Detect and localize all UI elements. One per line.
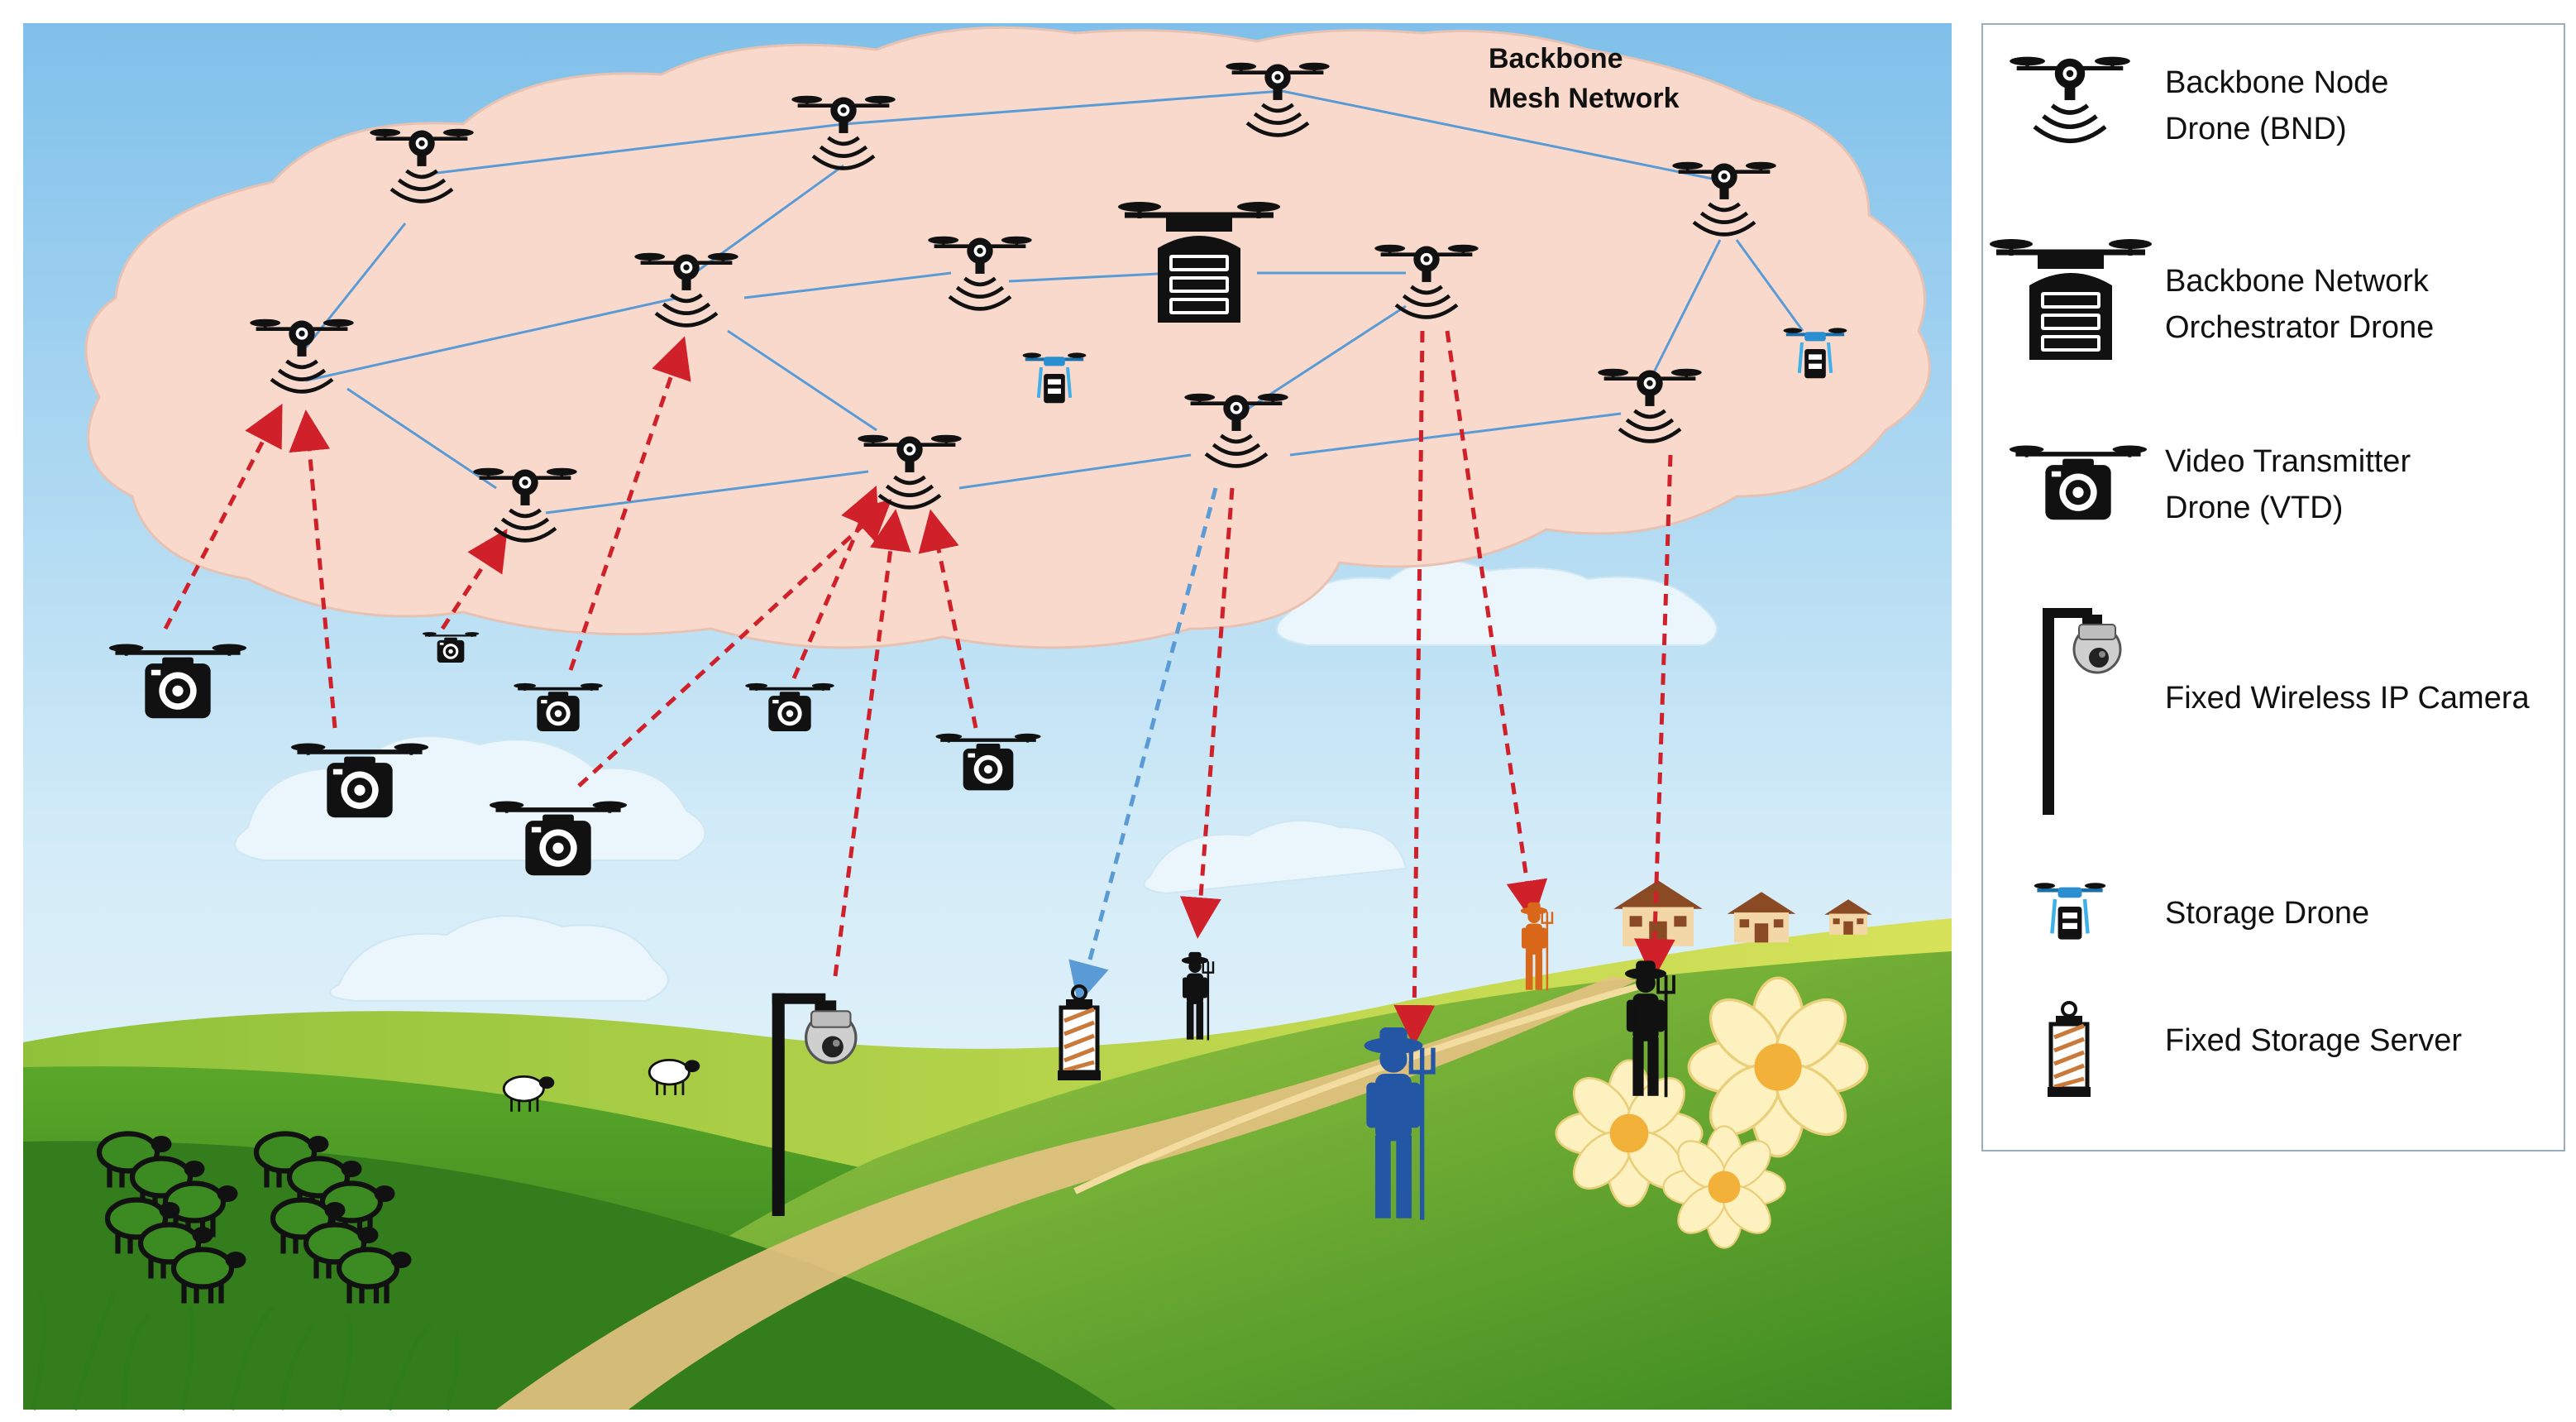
uplinks <box>163 330 1675 1046</box>
legend-storage-drone-line1: Storage Drone <box>2165 896 2370 931</box>
legend-orchestrator-line1: Backbone Network <box>2165 264 2429 299</box>
svg-text:Backbone: Backbone <box>1489 43 1623 74</box>
legend-bnd-line1: Backbone Node <box>2165 65 2389 100</box>
fixed-camera-icon <box>2041 606 2122 816</box>
legend-vtd-line2: Drone (VTD) <box>2165 491 2344 525</box>
legend-orchestrator-line2: Orchestrator Drone <box>2165 310 2435 345</box>
storage-drone-icon <box>2033 877 2107 951</box>
legend-bnd-line2: Drone (BND) <box>2165 112 2347 146</box>
cloud-label-line1: Backbone <box>1489 43 1623 74</box>
mesh-links <box>304 89 1804 515</box>
backbone-node-drone-icon <box>2008 41 2132 157</box>
legend-storage-server-line1: Fixed Storage Server <box>2165 1023 2463 1058</box>
storage-server-icon <box>2044 1001 2094 1100</box>
orchestrator-drone-icon <box>1988 223 2153 364</box>
landscape <box>23 918 1952 1411</box>
cloud-label-line2: Mesh Network <box>1489 83 1680 114</box>
storage-link <box>1068 487 1218 1005</box>
svg-text:Mesh Network: Mesh Network <box>1489 83 1680 114</box>
legend-camera-line1: Fixed Wireless IP Camera <box>2165 681 2530 716</box>
legend-vtd-line1: Video Transmitter <box>2165 444 2411 479</box>
video-transmitter-drone-icon <box>2008 438 2148 524</box>
legend: Backbone Node Drone (BND) Backbone Netwo… <box>1981 23 2565 1151</box>
